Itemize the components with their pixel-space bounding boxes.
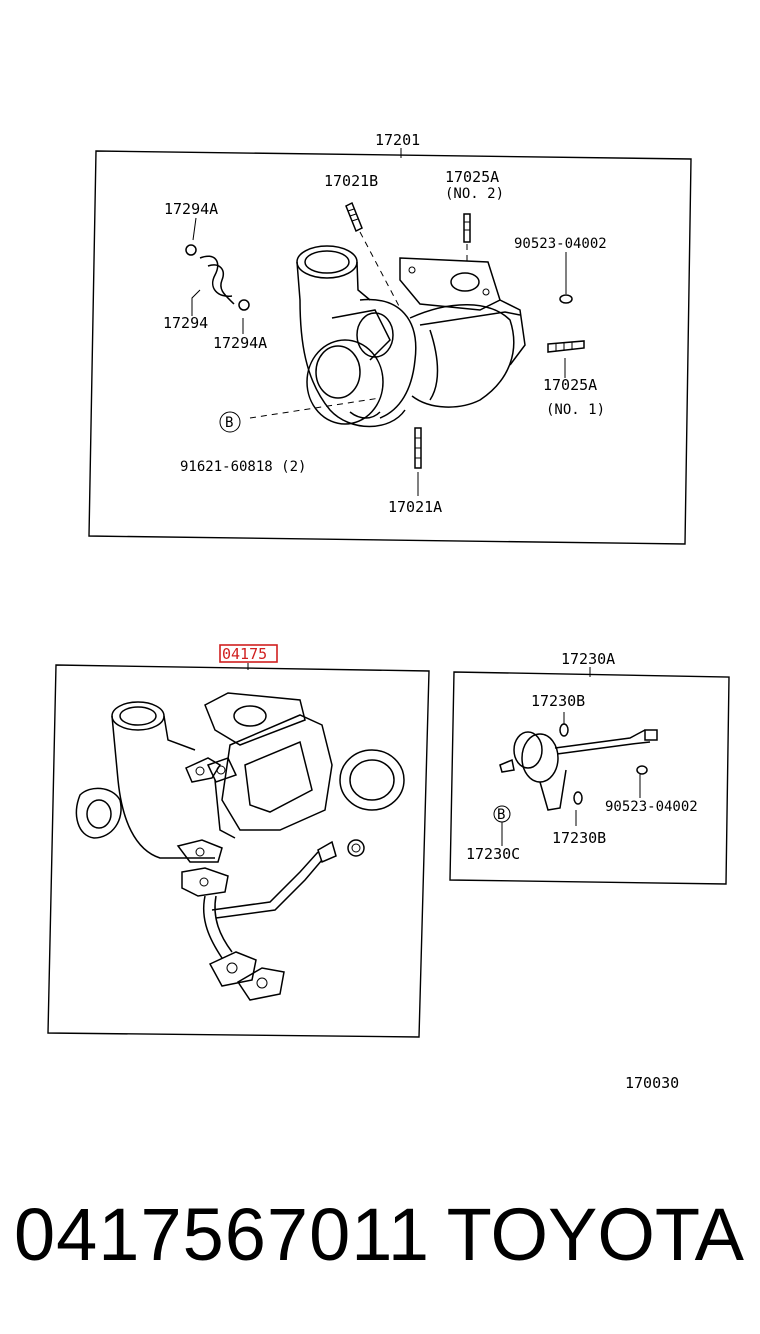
actuator-frame bbox=[449, 671, 730, 885]
label-17294A-top: 17294A bbox=[164, 200, 218, 218]
label-17025A-no1: 17025A bbox=[543, 376, 597, 394]
stud-17025A-no1 bbox=[547, 340, 585, 353]
label-17021A: 17021A bbox=[388, 498, 442, 516]
label-17230C: 17230C bbox=[466, 845, 520, 863]
assembly-main-label: 17201 bbox=[375, 131, 420, 149]
stud-17021A bbox=[414, 427, 422, 469]
brand-name: TOYOTA bbox=[446, 1193, 744, 1276]
gasket-kit-label: 04175 bbox=[222, 645, 267, 663]
actuator-bolt-marker-label: B bbox=[497, 807, 505, 823]
stud-17021B bbox=[345, 201, 401, 309]
label-no1: (NO. 1) bbox=[546, 402, 605, 418]
label-17025A-no2: 17025A bbox=[445, 168, 499, 186]
turbocharger-drawing bbox=[296, 245, 526, 428]
gasket-kit-highlight bbox=[219, 644, 278, 663]
parts-diagram: 17201 17021B 17025A (NO. 2) 17294A 90523… bbox=[47, 131, 730, 1092]
footer: 0417567011 TOYOTA bbox=[0, 1180, 760, 1290]
nut-90523-top bbox=[559, 294, 573, 304]
part-number: 0417567011 bbox=[14, 1193, 431, 1276]
figure-number: 170030 bbox=[625, 1074, 679, 1092]
label-91621-60818: 91621-60818 (2) bbox=[180, 459, 306, 475]
label-17230B-bottom: 17230B bbox=[552, 829, 606, 847]
label-no2: (NO. 2) bbox=[445, 186, 504, 202]
gasket-kit-section: 04175 bbox=[47, 644, 430, 1038]
gasket-kit-drawing bbox=[75, 692, 405, 1001]
actuator-drawing bbox=[499, 723, 658, 811]
bolt-marker-circle bbox=[219, 411, 241, 433]
actuator-main-label: 17230A bbox=[561, 650, 615, 668]
turbo-assembly-section: 17201 17021B 17025A (NO. 2) 17294A 90523… bbox=[88, 131, 692, 545]
label-90523-04002-top: 90523-04002 bbox=[514, 236, 607, 252]
label-17294A-bottom: 17294A bbox=[213, 334, 267, 352]
label-17294: 17294 bbox=[163, 314, 208, 332]
label-17021B: 17021B bbox=[324, 172, 378, 190]
hose-17294 bbox=[185, 244, 250, 311]
bolt-marker-label: B bbox=[225, 415, 233, 431]
actuator-section: 17230A 17230B 90523-04002 B 17230C 17230… bbox=[449, 650, 730, 885]
assembly-frame bbox=[88, 150, 692, 545]
label-90523-04002-actuator: 90523-04002 bbox=[605, 799, 698, 815]
gasket-kit-frame bbox=[47, 664, 430, 1038]
stud-17025A-no2 bbox=[463, 213, 471, 262]
label-17230B-top: 17230B bbox=[531, 692, 585, 710]
